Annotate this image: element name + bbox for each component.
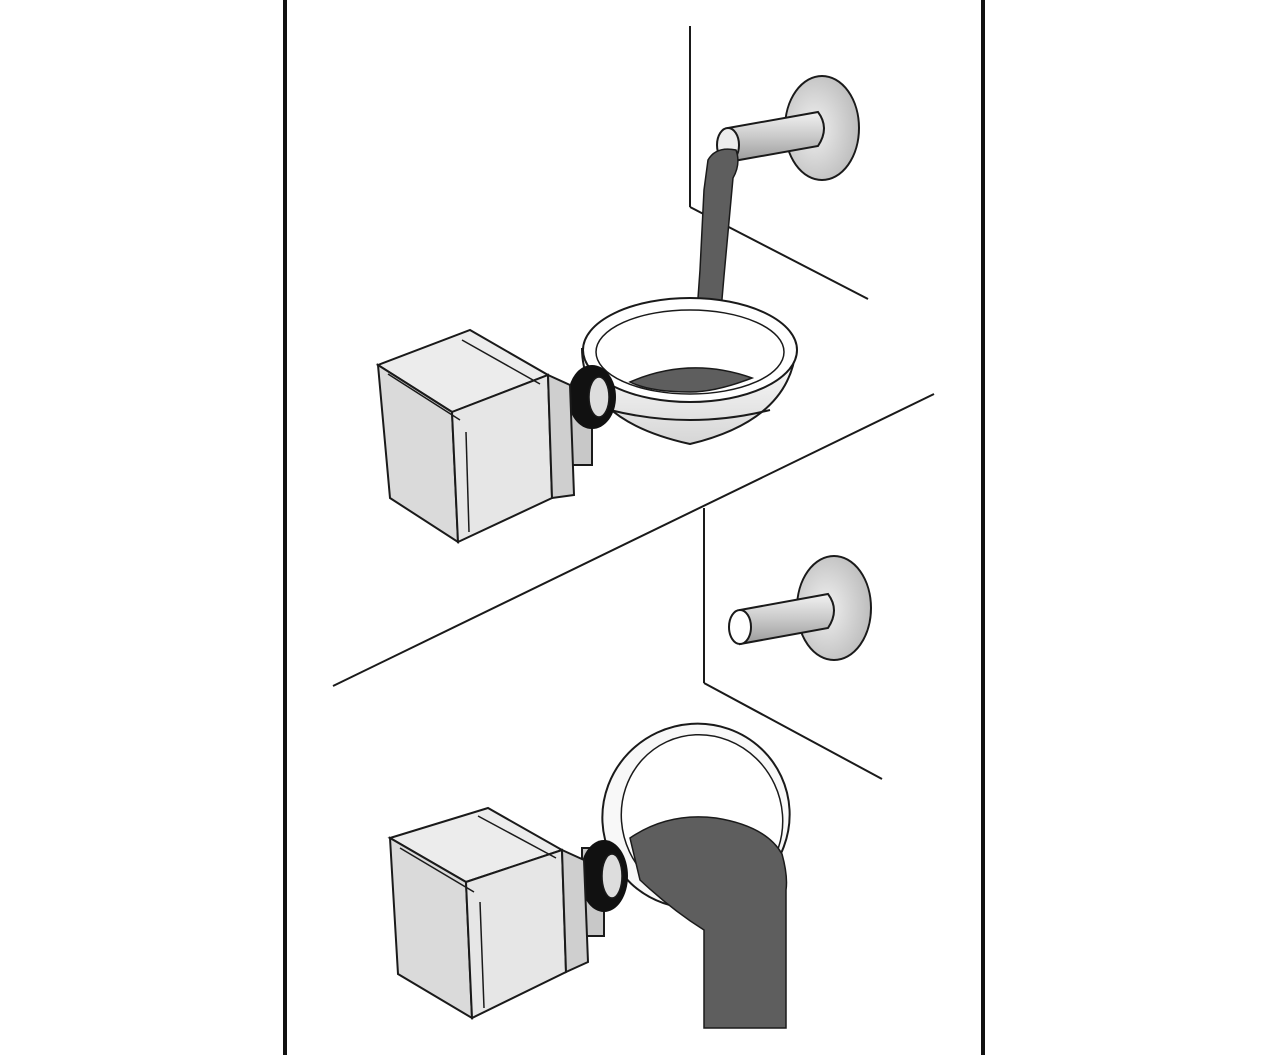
- gasket-icon: [580, 840, 628, 937]
- liquid-stream-icon: [629, 816, 788, 1029]
- motor-unit-icon: [387, 806, 590, 1020]
- bowl-icon: [581, 297, 798, 446]
- pipe-icon: [728, 592, 835, 646]
- motor-unit-icon: [375, 328, 576, 544]
- top-panel: [375, 26, 869, 544]
- pipe-icon: [716, 110, 825, 164]
- bottom-panel: [387, 508, 883, 1029]
- wall-lines-bottom: [703, 508, 883, 780]
- gasket-icon: [568, 365, 616, 466]
- shelf-divider: [332, 393, 935, 687]
